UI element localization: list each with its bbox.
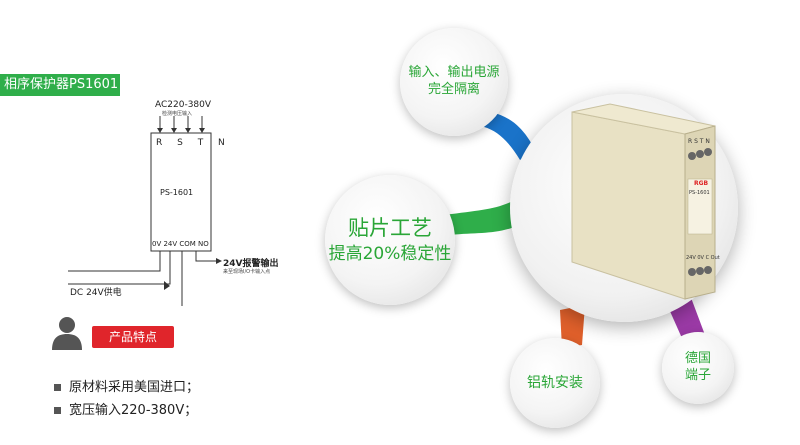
alarm-output-sub-label: 来至现场I/O卡输入点 — [223, 269, 271, 275]
smt-process-bubble: 贴片工艺 提高20%稳定性 — [325, 175, 455, 305]
device-model-label: PS-1601 — [689, 190, 710, 196]
feature-item: 原材料采用美国进口； — [54, 376, 199, 395]
alarm-output-label: 24V报警输出 — [223, 259, 279, 269]
device-bottom-terminal-label: 24V 0V C Out — [686, 255, 720, 261]
terminal-bubble: 德国 端子 — [662, 332, 734, 404]
dc-power-label: DC 24V供电 — [70, 288, 122, 298]
wiring-diagram: AC220-380V 检测电压输入 R S T N PS-1601 0V 24V… — [0, 96, 300, 316]
user-avatar-icon — [48, 312, 86, 350]
product-title-tag: 相序保护器PS1601 — [0, 74, 120, 96]
device-terminal-label: R S T N — [688, 138, 710, 145]
product-features-badge: 产品特点 — [92, 326, 174, 348]
ac-voltage-label: AC220-380V — [155, 100, 212, 110]
ac-input-sub-label: 检测电压输入 — [162, 111, 193, 117]
rail-mount-bubble: 铝轨安装 — [510, 338, 600, 428]
top-terminals-label: R S T N — [156, 138, 231, 148]
bottom-terminals-label: 0V 24V COM NO — [152, 240, 209, 248]
device-brand-logo: RGB — [694, 180, 709, 187]
square-bullet-icon — [54, 407, 61, 414]
feature-item: 宽压输入220-380V； — [54, 399, 197, 418]
diagram-model-label: PS-1601 — [160, 188, 194, 197]
ps1601-device-illustration — [571, 103, 716, 300]
isolation-bubble: 输入、输出电源 完全隔离 — [400, 28, 508, 136]
square-bullet-icon — [54, 384, 61, 391]
wiring-lines — [68, 116, 222, 306]
product-image-circle: R S T N RGB PS-1601 24V 0V C Out — [510, 94, 738, 322]
